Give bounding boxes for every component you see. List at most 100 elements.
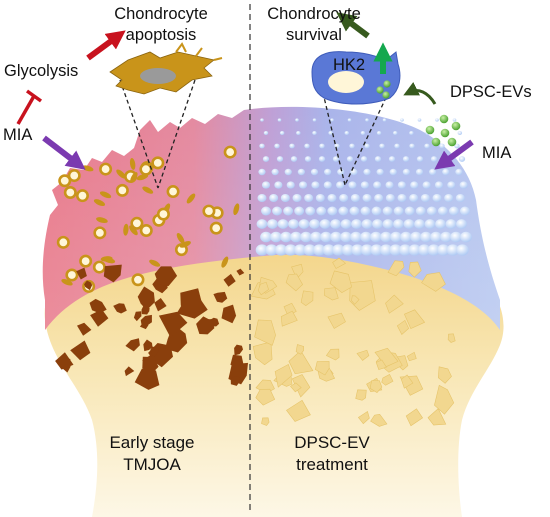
healthy-cell	[457, 130, 463, 136]
damaged-chondrocytes	[56, 145, 240, 293]
bone-fragment-piece	[288, 350, 314, 375]
healthy-cell	[332, 244, 345, 256]
damaged-cell	[130, 172, 138, 183]
healthy-cell	[300, 231, 312, 243]
healthy-cell	[336, 181, 345, 189]
bone-debris-piece	[89, 298, 107, 314]
bone-debris-piece	[55, 352, 74, 370]
bone-fragment-piece	[257, 281, 269, 296]
bone-fragment-piece	[295, 344, 305, 355]
healthy-cell	[320, 231, 332, 243]
bone-debris-piece	[84, 280, 93, 291]
glycolysis-label: Glycolysis	[4, 62, 78, 80]
bone-fragment-piece	[290, 382, 302, 393]
healthy-cell	[362, 193, 372, 203]
bone-fragment-piece	[291, 263, 304, 280]
healthy-cell	[450, 231, 462, 243]
left-bottom-label-line2: TMJOA	[123, 455, 181, 474]
damaged-cell	[65, 268, 79, 282]
bone-fragment-piece	[323, 287, 339, 301]
bone-fragment-piece	[357, 411, 370, 425]
healthy-cell	[310, 168, 319, 176]
healthy-cell	[349, 143, 355, 149]
healthy-cell	[280, 193, 290, 203]
bone-fragment-piece	[381, 373, 394, 386]
healthy-cell	[389, 168, 397, 176]
healthy-cell	[435, 219, 446, 229]
hk2-label: HK2	[333, 56, 365, 74]
healthy-cell	[361, 219, 373, 229]
healthy-chondrocyte-zoom	[311, 51, 401, 105]
healthy-cell	[319, 219, 331, 229]
healthy-cell	[445, 219, 457, 229]
glycolysis-inhibition	[16, 89, 43, 125]
healthy-cell	[298, 219, 310, 229]
damaged-cell	[223, 145, 237, 159]
damaged-cell	[130, 216, 144, 230]
healthy-cell	[330, 219, 341, 229]
bone-fragment-piece	[300, 290, 314, 306]
bone-fragment-piece	[375, 359, 387, 370]
healthy-cell	[424, 219, 436, 229]
damaged-cell	[179, 240, 191, 248]
healthy-cell	[316, 206, 327, 216]
bone-fragment-piece	[370, 413, 388, 427]
healthy-cell	[360, 130, 366, 136]
healthy-cell	[420, 193, 430, 203]
healthy-cell	[277, 118, 282, 122]
zoom-callout-left	[119, 79, 196, 189]
healthy-cell	[277, 219, 289, 229]
damaged-cell	[93, 199, 106, 207]
healthy-cell	[393, 206, 404, 216]
bone-fragment-piece	[385, 294, 404, 314]
left-bottom-label-line1: Early stage	[109, 433, 194, 452]
healthy-cell	[388, 156, 396, 162]
bone-fragment-piece	[408, 261, 422, 278]
healthy-cell	[350, 231, 362, 243]
damaged-cell	[93, 226, 107, 240]
damaged-cell	[151, 156, 165, 170]
bone-fragment-piece	[286, 399, 311, 422]
healthy-cell	[360, 181, 369, 189]
healthy-cell	[283, 206, 294, 216]
healthy-cell	[312, 244, 326, 256]
healthy-cell	[410, 231, 422, 243]
healthy-cell	[286, 181, 295, 189]
damaged-cell	[139, 162, 153, 176]
healthy-cell	[257, 193, 267, 203]
damaged-cell	[186, 193, 196, 204]
healthy-cell	[339, 193, 349, 203]
bone-fragment-piece	[405, 408, 424, 427]
healthy-cell	[374, 156, 382, 162]
healthy-cell	[344, 130, 350, 136]
bone-fragment-piece	[369, 380, 383, 393]
healthy-cell	[410, 181, 419, 189]
healthy-cell	[376, 130, 382, 136]
zoom-callout-right	[317, 71, 399, 186]
healthy-cell	[348, 181, 357, 189]
healthy-cell	[311, 181, 320, 189]
healthy-cell	[279, 130, 285, 136]
bone-fragment-piece	[351, 295, 360, 305]
healthy-cell	[351, 219, 362, 229]
healthy-cell	[390, 231, 402, 243]
mia-arrow-right	[434, 139, 474, 170]
bone-fragment-piece	[437, 366, 452, 384]
healthy-cell	[304, 156, 312, 162]
healthy-cell	[265, 244, 278, 256]
bone-debris-piece	[196, 316, 215, 335]
healthy-cell	[292, 193, 302, 203]
healthy-cell	[429, 168, 437, 176]
bone-debris-piece	[143, 339, 153, 352]
survival-arrow	[336, 12, 370, 39]
healthy-cell	[382, 219, 394, 229]
dpsc-evs-label: DPSC-EVs	[450, 83, 532, 101]
bone-debris-piece	[140, 314, 152, 326]
healthy-cell	[309, 219, 320, 229]
healthy-cell	[303, 244, 317, 256]
healthy-cell	[351, 244, 364, 256]
healthy-cell	[417, 244, 431, 256]
healthy-cell	[360, 156, 368, 162]
healthy-cell	[456, 219, 467, 229]
